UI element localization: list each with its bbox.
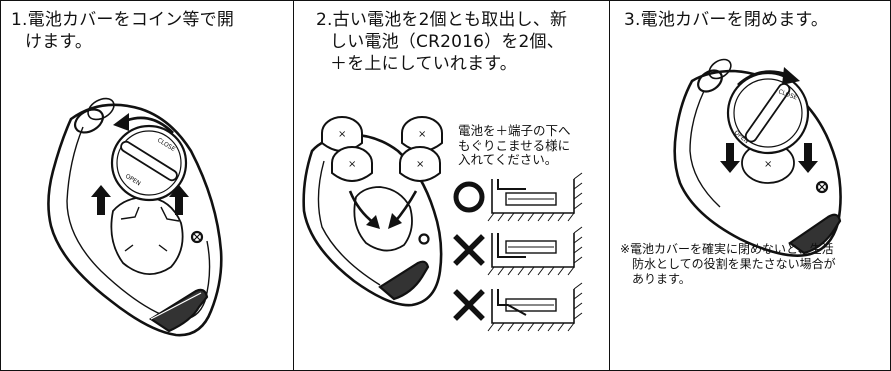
step-3-panel: 3.電池カバーを閉めます。 × CLOSE xyxy=(609,1,890,370)
step-3-illustration: × CLOSE OPEN xyxy=(673,58,842,257)
step-2-panel: 2.古い電池を2個とも取出し、新 しい電池（CR2016）を2個、 ＋を上にして… xyxy=(293,1,609,370)
step-1-line-1: 1.電池カバーをコイン等で開 xyxy=(11,10,235,30)
terminal-wrong-diagram xyxy=(487,226,583,276)
insert-note: 電池を＋端子の下へ もぐりこませる様に 入れてください。 xyxy=(458,123,571,168)
up-arrow-icon xyxy=(91,185,189,215)
rotate-arrow-icon xyxy=(737,67,800,87)
step-2-line-1: 2.古い電池を2個とも取出し、新 xyxy=(316,10,568,30)
battery-icon: × xyxy=(321,116,363,152)
battery-mark-1: × xyxy=(338,129,346,140)
step-2-text: 2.古い電池を2個とも取出し、新 しい電池（CR2016）を2個、 ＋を上にして… xyxy=(316,9,603,75)
circle-mark-icon xyxy=(453,181,485,213)
step-2-line-3: ＋を上にしていれます。 xyxy=(330,54,517,74)
step-2-line-2: しい電池（CR2016）を2個、 xyxy=(330,32,564,52)
waterproof-note-line-2: 防水としての役割を果たさない場合が xyxy=(632,257,836,271)
battery-mark-4: × xyxy=(416,159,424,170)
step-1-line-2: けます。 xyxy=(25,32,93,52)
step-3-text: 3.電池カバーを閉めます。 xyxy=(624,9,886,31)
waterproof-note-line-3: あります。 xyxy=(632,272,691,286)
step-1-text: 1.電池カバーをコイン等で開 けます。 xyxy=(11,9,287,53)
waterproof-note: ※電池カバーを確実に閉めないと、生活 防水としての役割を果たさない場合が ありま… xyxy=(620,242,888,287)
step-3-line-1: 3.電池カバーを閉めます。 xyxy=(624,10,829,30)
remote-back-icon xyxy=(302,133,443,307)
battery-icon: × xyxy=(401,116,443,152)
step-2-illustration: × × × × xyxy=(302,116,583,332)
rotate-arrow-icon xyxy=(113,113,174,134)
battery-mark-3: × xyxy=(418,129,426,140)
remote-back-icon xyxy=(47,97,223,337)
battery-cover-icon: CLOSE OPEN xyxy=(110,124,188,202)
insert-note-line-1: 電池を＋端子の下へ xyxy=(458,123,571,138)
battery-mark-2: × xyxy=(348,159,356,170)
battery-cover-icon: CLOSE OPEN xyxy=(726,71,810,155)
waterproof-note-line-1: ※電池カバーを確実に閉めないと、生活 xyxy=(620,242,834,256)
insert-arrow-icon xyxy=(348,190,418,229)
battery-icon: × xyxy=(331,146,373,182)
step-1-panel: 1.電池カバーをコイン等で開 けます。 xyxy=(1,1,293,370)
terminal-correct-diagram xyxy=(487,172,583,222)
terminal-wrong-diagram xyxy=(487,282,583,332)
cross-mark-icon xyxy=(453,289,485,321)
insert-note-line-3: 入れてください。 xyxy=(458,152,558,167)
cross-mark-icon xyxy=(453,234,485,266)
battery-icon: × xyxy=(399,146,441,182)
insert-note-line-2: もぐりこませる様に xyxy=(458,137,571,153)
step-1-illustration: CLOSE OPEN xyxy=(47,97,223,337)
svg-text:×: × xyxy=(764,159,772,170)
down-arrow-icon xyxy=(720,143,818,173)
